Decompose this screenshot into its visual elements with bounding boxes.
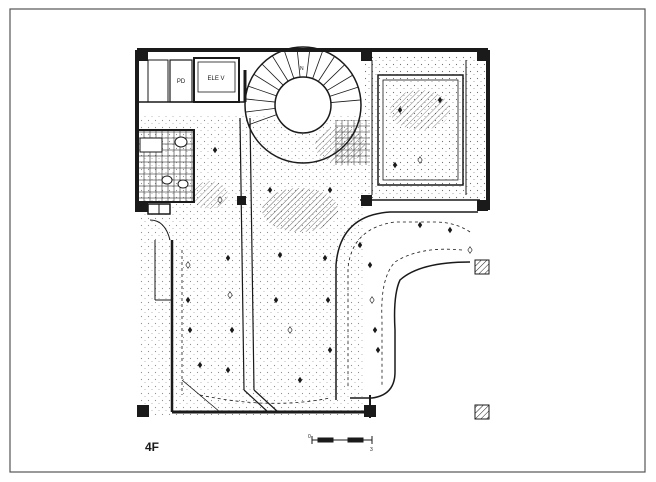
plant-marker	[287, 326, 293, 334]
plant-marker	[327, 346, 333, 354]
plant-marker	[325, 296, 331, 304]
spiral-staircase: N	[244, 46, 362, 164]
plant-marker	[212, 146, 218, 154]
courtyard-planter	[371, 60, 467, 195]
plant-marker	[267, 186, 273, 194]
stair-tread	[245, 108, 276, 113]
plant-marker	[372, 326, 378, 334]
plant-marker	[447, 226, 453, 234]
scale-bar-end: 3	[370, 447, 373, 453]
drawing-frame	[9, 8, 646, 473]
plant-marker	[217, 196, 223, 204]
plant-marker	[392, 161, 398, 169]
stair-tread	[326, 74, 353, 91]
plant-marker	[185, 261, 191, 269]
stair-tread	[283, 50, 295, 79]
svg-text:N: N	[300, 66, 304, 72]
plant-marker	[417, 221, 423, 229]
plant-marker	[397, 106, 403, 114]
plant-marker	[297, 376, 303, 384]
plant-marker	[327, 186, 333, 194]
plant-marker	[185, 296, 191, 304]
service-core	[147, 57, 240, 103]
stair-tread	[306, 47, 311, 78]
floor-label: 4F	[145, 440, 159, 454]
plant-marker	[467, 246, 473, 254]
plant-markers	[185, 96, 473, 384]
plant-marker	[229, 326, 235, 334]
plant-marker	[273, 296, 279, 304]
plant-marker	[417, 156, 423, 164]
stair-tread	[248, 114, 277, 126]
stair-tread	[245, 98, 276, 103]
stair-tread	[271, 55, 289, 82]
stair-tread	[330, 99, 361, 103]
plant-marker	[227, 291, 233, 299]
curved-terrace	[199, 211, 478, 404]
stair-tread	[253, 73, 280, 91]
plant-marker	[437, 96, 443, 104]
plant-marker	[187, 326, 193, 334]
plant-marker	[225, 366, 231, 374]
stair-tread	[317, 56, 335, 82]
plant-marker	[367, 261, 373, 269]
plant-marker	[357, 241, 363, 249]
scale-bar-start: 0	[308, 434, 311, 440]
stair-tread	[261, 63, 284, 86]
plant-marker	[277, 251, 283, 259]
room-label-elevator: ELE V	[207, 76, 224, 82]
stair-tread	[248, 85, 277, 97]
room-label-pd: PD	[177, 79, 186, 85]
stair-tread	[312, 50, 324, 79]
columns	[137, 50, 490, 420]
stair-tread	[296, 47, 301, 78]
plant-marker	[369, 296, 375, 304]
planting-texture	[140, 55, 485, 415]
plant-marker	[322, 254, 328, 262]
stair-tread	[329, 86, 359, 97]
plant-marker	[225, 254, 231, 262]
toilet-area	[137, 129, 195, 215]
door-swing	[149, 219, 171, 241]
stair-tread	[322, 64, 345, 86]
plant-marker	[375, 346, 381, 354]
plant-marker	[197, 361, 203, 369]
scale-bar	[311, 436, 373, 444]
central-walkway	[181, 117, 279, 413]
